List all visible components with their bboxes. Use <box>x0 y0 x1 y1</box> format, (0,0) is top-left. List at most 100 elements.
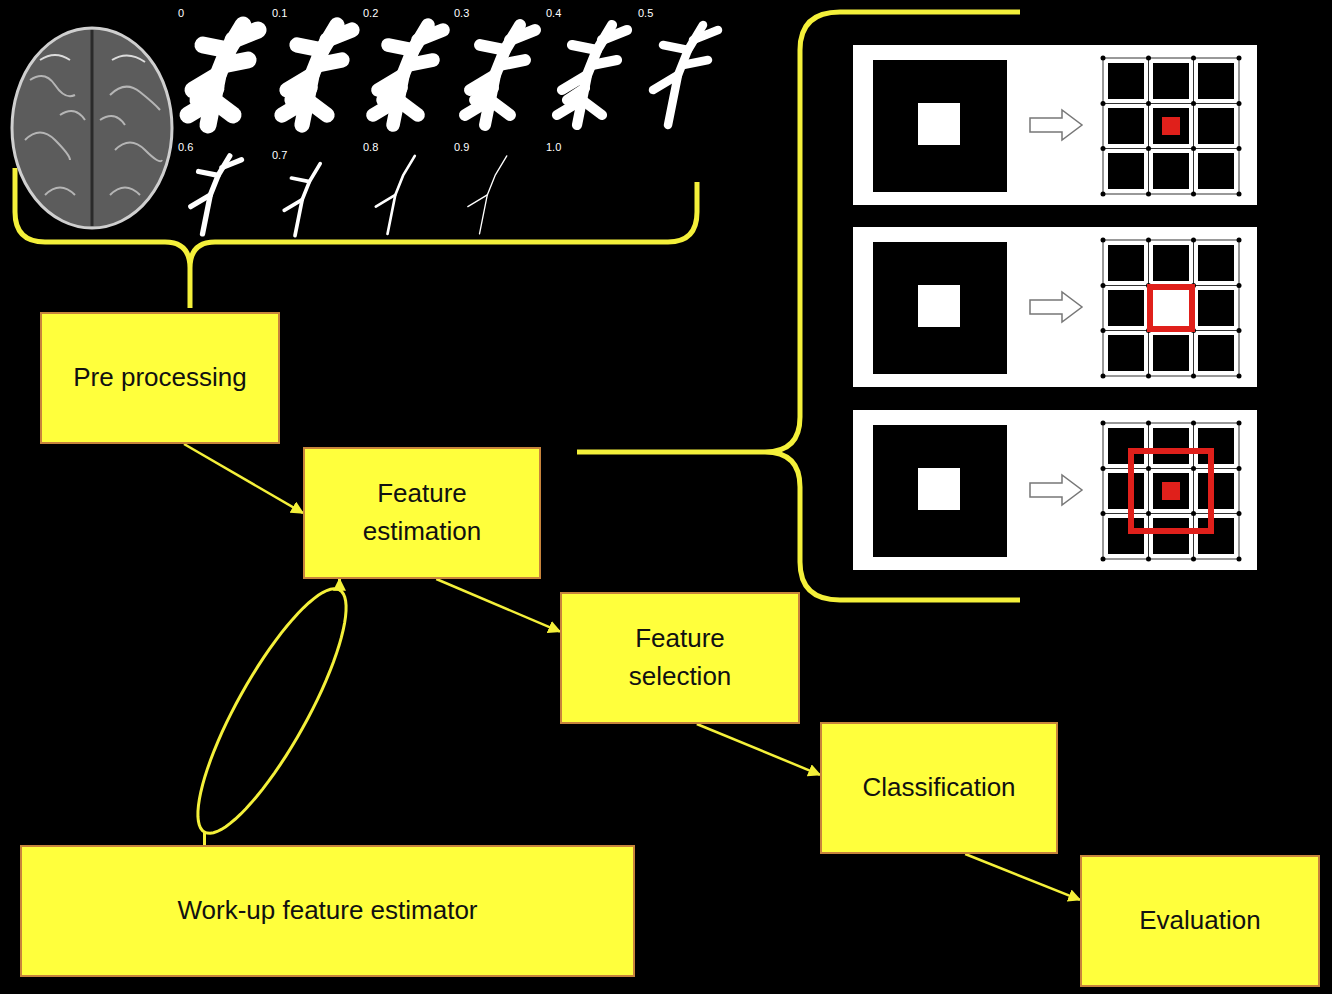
loop-arc <box>205 590 347 833</box>
mask-branch <box>592 60 617 65</box>
flow-arrow <box>965 854 1080 900</box>
mask-branch <box>327 30 352 40</box>
threshold-value: 0.5 <box>638 8 653 19</box>
centre-voxel <box>1162 117 1180 135</box>
threshold-value: 0.1 <box>272 8 287 19</box>
grid-dot <box>1146 374 1151 379</box>
box-label: Pre processing <box>73 359 246 397</box>
grid-line <box>1103 103 1239 104</box>
threshold-value: 1.0 <box>546 142 561 153</box>
grid-dot <box>1191 466 1196 471</box>
grid-cell <box>1198 63 1234 99</box>
grid-dot <box>1146 238 1151 243</box>
grid-line <box>1148 423 1149 559</box>
threshold-mask <box>188 25 258 125</box>
grid-dot <box>1191 238 1196 243</box>
grid-dot <box>1191 101 1196 106</box>
grid-cell <box>1108 335 1144 371</box>
grid-dot <box>1146 511 1151 516</box>
grid-line <box>1103 423 1104 559</box>
grid-line <box>1148 58 1149 194</box>
grid-cell <box>1153 473 1189 509</box>
mask-branch <box>693 30 718 40</box>
grid-line <box>1103 376 1239 377</box>
threshold-mask <box>468 156 507 234</box>
mask-branch <box>388 156 415 234</box>
grid-dot <box>1101 557 1106 562</box>
grid-cell <box>1198 335 1234 371</box>
voxel-square <box>918 468 960 510</box>
grid-dot <box>1146 56 1151 61</box>
grid-dot <box>1101 466 1106 471</box>
process-box: Feature estimation <box>303 447 541 579</box>
grid-dot <box>1191 56 1196 61</box>
grid-dot <box>1237 101 1242 106</box>
grid-dot <box>1237 238 1242 243</box>
grid-dot <box>1101 146 1106 151</box>
grid-dot <box>1146 101 1151 106</box>
mask-branch <box>663 45 688 50</box>
grid-cell <box>1153 428 1189 464</box>
flow-arrow <box>184 444 303 513</box>
mask-branch <box>284 200 302 211</box>
mask-branch <box>408 60 433 65</box>
threshold-value: 0.7 <box>272 150 287 161</box>
grid-dot <box>1237 56 1242 61</box>
box-label: Evaluation <box>1139 902 1260 940</box>
mask-branch <box>572 45 597 50</box>
curly-bracket <box>577 12 1020 600</box>
panel-ground <box>853 227 1257 387</box>
grid-cell <box>1198 290 1234 326</box>
mask-branch <box>191 195 211 207</box>
mask-branch <box>292 88 310 100</box>
grid-cell <box>1153 153 1189 189</box>
grid-cell <box>1153 245 1189 281</box>
grid-dot <box>1237 283 1242 288</box>
threshold-mask <box>465 25 535 125</box>
grid-cell <box>1108 473 1144 509</box>
neighborhood-outline <box>1131 451 1211 531</box>
mask-branch <box>418 30 443 40</box>
mask-branch <box>383 88 401 100</box>
grid-dot <box>1237 511 1242 516</box>
image-square <box>873 60 1007 192</box>
threshold-value: 0.6 <box>178 142 193 153</box>
mask-branch <box>582 100 602 115</box>
hollow-arrow <box>1030 110 1082 140</box>
grid-cell <box>1108 63 1144 99</box>
mask-branch <box>683 60 708 65</box>
grid-dot <box>1146 192 1151 197</box>
mask-branch <box>203 45 228 50</box>
grid-cell <box>1153 63 1189 99</box>
hollow-arrow <box>1030 292 1082 322</box>
grid-cell <box>1198 153 1234 189</box>
neighborhood-panel <box>853 227 1257 387</box>
grid-dot <box>1146 421 1151 426</box>
gyri <box>25 76 162 195</box>
threshold-mask <box>284 164 320 236</box>
grid-line <box>1239 58 1240 194</box>
grid-dot <box>1191 192 1196 197</box>
mask-branch <box>500 60 525 65</box>
image-square <box>873 425 1007 557</box>
image-square <box>873 242 1007 374</box>
box-label: Classification <box>862 769 1015 807</box>
panel-ground <box>853 45 1257 205</box>
grid-dot <box>1191 557 1196 562</box>
grid-dot <box>1191 511 1196 516</box>
grid-line <box>1239 423 1240 559</box>
grid-cell <box>1108 153 1144 189</box>
grid-line <box>1239 240 1240 376</box>
grid-cell <box>1198 518 1234 554</box>
threshold-mask <box>557 25 627 125</box>
grid-cell <box>1108 245 1144 281</box>
hollow-arrow <box>1030 475 1082 505</box>
midline <box>91 30 94 226</box>
grid-dot <box>1101 421 1106 426</box>
panel-ground <box>853 410 1257 570</box>
grid-line <box>1103 559 1239 560</box>
mask-branch <box>480 45 505 50</box>
mask-branch <box>388 45 413 50</box>
